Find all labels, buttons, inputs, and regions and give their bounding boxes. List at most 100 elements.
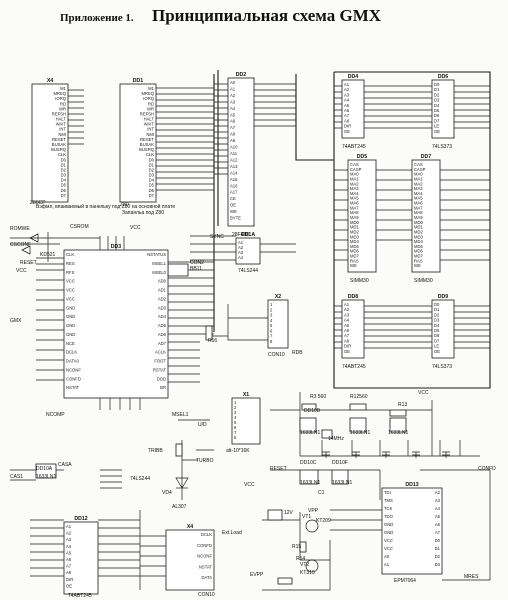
chip-body <box>431 79 455 139</box>
pin-label: INT <box>59 127 66 132</box>
chip-body <box>227 77 255 227</box>
pin-label: A0 <box>230 80 236 85</box>
note-n4: Запаяльа под Z80 <box>122 210 164 216</box>
pin-label: RAS <box>350 258 359 263</box>
chip-ref: DD12 <box>74 516 87 522</box>
note-n16: 74ABT245 <box>342 364 366 370</box>
pin-label: VCC <box>66 288 75 293</box>
pin-label: D1 <box>435 546 441 551</box>
pin-label: GND <box>66 305 75 310</box>
chip-body <box>341 79 365 139</box>
chip-body <box>63 249 169 399</box>
note-n17: 74LS373 <box>432 364 452 370</box>
pin-label: D3 <box>434 318 440 323</box>
pin-label: 3 <box>234 410 237 415</box>
pin-label: A11 <box>230 151 238 156</box>
pin-label: MA0 <box>414 172 423 177</box>
pin-label: AD7 <box>158 341 167 346</box>
chip-ref: DD13 <box>405 482 418 488</box>
pin-label: D6 <box>61 188 67 193</box>
pin-label: A2 <box>230 93 236 98</box>
pin-label: MA3 <box>414 186 423 191</box>
pin-label: M1 <box>60 86 66 91</box>
pin-label: A2 <box>435 490 441 495</box>
pin-label: D6 <box>434 113 440 118</box>
pin-label: A8 <box>230 132 236 137</box>
pin-label: MSEL1 <box>152 261 166 266</box>
note-n57: DD10C <box>300 460 317 466</box>
pin-label: D4 <box>61 178 67 183</box>
note-n19: NCOMP <box>46 412 65 418</box>
note-n33: 1633LN1 <box>300 480 321 486</box>
pin-label: D1 <box>434 307 440 312</box>
note-n27: TRIBB <box>148 448 163 454</box>
note-n69: CASA <box>58 462 72 468</box>
pin-label: A2 <box>66 531 72 536</box>
pin-label: D2 <box>435 554 441 559</box>
pin-label: D2 <box>61 167 67 172</box>
note-n53: R12560 <box>350 394 368 400</box>
note-n41: 12V <box>284 510 294 516</box>
note-n45: EPM7064 <box>394 578 416 584</box>
pin-label: 8 <box>234 435 237 440</box>
pin-label: DDD <box>157 376 166 381</box>
note-n22: AL307 <box>172 504 187 510</box>
note-n55: VCC <box>418 390 429 396</box>
pin-label: MA7 <box>350 205 359 210</box>
note-n52: R3 560 <box>310 394 326 400</box>
pin-label: A1 <box>384 562 390 567</box>
pin-label: A5 <box>344 323 350 328</box>
note-n3: Z80 <box>120 202 129 208</box>
note-n67: VCC <box>244 482 255 488</box>
note-n7: KD521 <box>40 252 56 258</box>
note-n34: 1633LN1 <box>332 480 353 486</box>
pin-label: MA0 <box>350 172 359 177</box>
note-n10: RDB <box>292 350 303 356</box>
pin-label: D0 <box>149 157 155 162</box>
note-n1: Вэфмл, впаиваемый в панельку под Z80 на … <box>36 203 175 210</box>
pin-label: A7 <box>344 113 350 118</box>
pin-label: MA2 <box>414 181 423 186</box>
note-n39: EVPP <box>250 572 264 578</box>
note-n28: 1633LN1 <box>300 430 321 436</box>
pin-label: REFSH <box>52 111 66 116</box>
pin-label: A5 <box>435 514 441 519</box>
pin-label: ACLK <box>155 350 166 355</box>
pin-label: D2 <box>434 92 440 97</box>
pin-label: A1 <box>344 302 350 307</box>
note-n15: 74LS373 <box>432 144 452 150</box>
pin-label: 5 <box>270 323 273 328</box>
pin-label: CLK <box>146 152 154 157</box>
note-n61: VT1 <box>302 514 311 520</box>
pin-label: MA5 <box>414 196 423 201</box>
pin-label: MA9 <box>350 215 359 220</box>
pin-label: A7 <box>344 333 350 338</box>
note-n60: R14 <box>296 556 305 562</box>
pin-label: LE <box>434 344 439 349</box>
note-n64: GMX <box>10 318 22 324</box>
pin-label: GND <box>384 530 393 535</box>
pin-label: D5 <box>61 183 67 188</box>
pin-label: D5 <box>434 328 440 333</box>
pin-label: A6 <box>344 328 350 333</box>
pin-label: FOOT <box>154 359 166 364</box>
pin-label: A4 <box>435 506 441 511</box>
chip-body <box>235 237 261 265</box>
pin-label: A8 <box>344 338 350 343</box>
chip-dd1: DD1M1MREQIORQRDWRREFSHHALTWAITINTNMIRESE… <box>119 78 157 203</box>
chip-body <box>431 299 455 359</box>
pin-label: LE <box>434 124 439 129</box>
pin-label: REFSH <box>140 111 154 116</box>
pin-label: A1 <box>344 82 350 87</box>
pin-label: WR <box>147 106 154 111</box>
pin-label: MREQ <box>53 91 66 96</box>
pin-label: RD <box>60 101 66 106</box>
pin-label: D4 <box>149 178 155 183</box>
pin-label: A16 <box>230 183 238 188</box>
pin-label: BR <box>160 385 166 390</box>
pin-label: MA6 <box>350 201 359 206</box>
pin-label: A8 <box>344 118 350 123</box>
pin-label: A6 <box>435 522 441 527</box>
